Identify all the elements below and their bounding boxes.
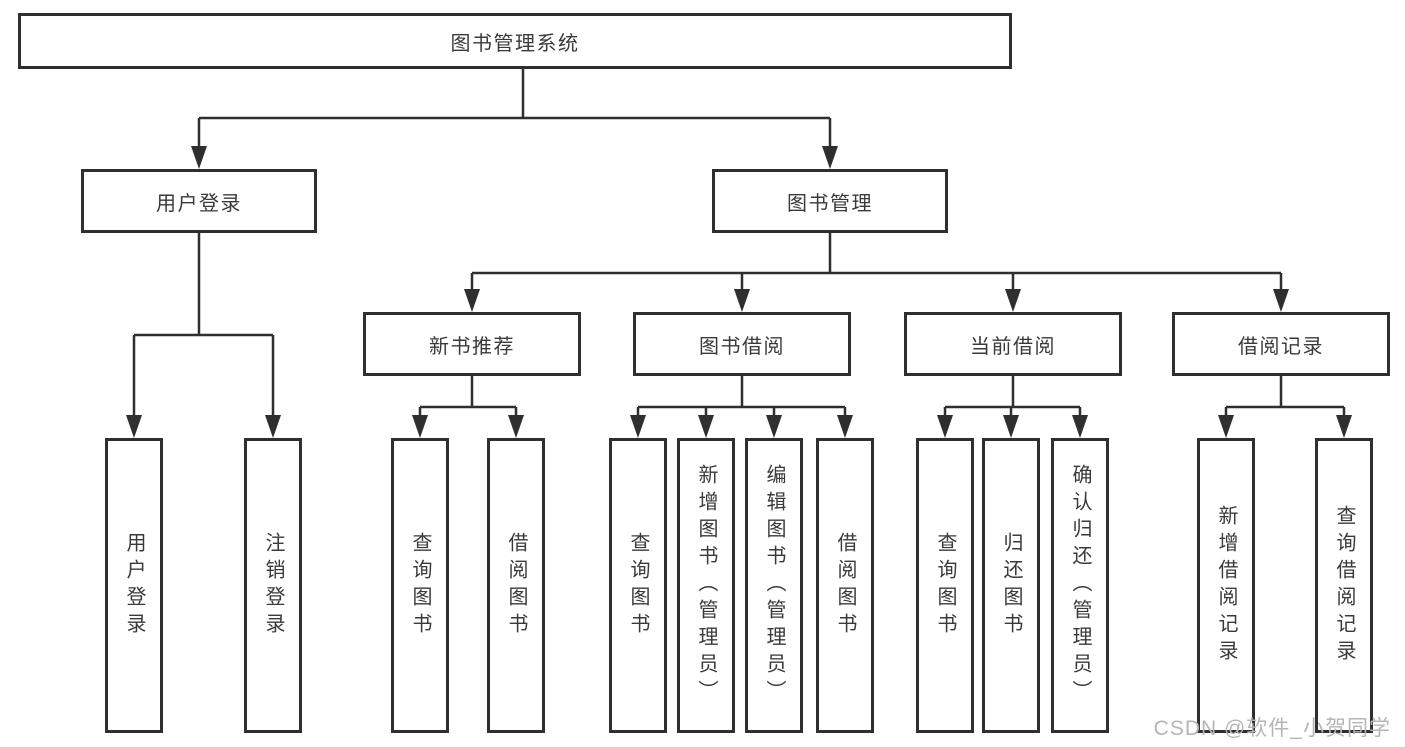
leaf-query-books-recommend: 查询图书 <box>391 438 449 733</box>
csdn-watermark: CSDN @软件_小贺同学 <box>1153 717 1391 740</box>
node-borrowing-records: 借阅记录 <box>1172 312 1390 376</box>
leaf-query-books-current: 查询图书 <box>916 438 974 733</box>
node-book-borrowing: 图书借阅 <box>633 312 851 376</box>
leaf-confirm-return-admin: 确认归还（管理员） <box>1051 438 1109 733</box>
leaf-label: 查询图书 <box>409 531 431 640</box>
leaf-label: 编辑图书（管理员） <box>763 464 785 707</box>
leaf-add-books-admin: 新增图书（管理员） <box>677 438 735 733</box>
leaf-logout: 注销登录 <box>244 438 302 733</box>
leaf-label: 查询图书 <box>934 531 956 640</box>
leaf-label: 新增图书（管理员） <box>695 464 717 707</box>
leaf-query-books-borrow: 查询图书 <box>609 438 667 733</box>
leaf-label: 归还图书 <box>1000 531 1022 640</box>
leaf-label: 借阅图书 <box>505 531 527 640</box>
leaf-user-login: 用户登录 <box>105 438 163 733</box>
leaf-edit-books-admin: 编辑图书（管理员） <box>745 438 803 733</box>
node-new-book-recommendation: 新书推荐 <box>363 312 581 376</box>
leaf-label: 借阅图书 <box>834 531 856 640</box>
leaf-borrow-books-recommend: 借阅图书 <box>487 438 545 733</box>
leaf-return-books: 归还图书 <box>982 438 1040 733</box>
leaf-label: 确认归还（管理员） <box>1069 464 1091 707</box>
leaf-label: 注销登录 <box>262 531 284 640</box>
node-library-management-system: 图书管理系统 <box>18 13 1012 69</box>
leaf-borrow-books: 借阅图书 <box>816 438 874 733</box>
node-user-login: 用户登录 <box>81 169 317 233</box>
leaf-label: 新增借阅记录 <box>1215 504 1237 667</box>
leaf-label: 查询图书 <box>627 531 649 640</box>
leaf-label: 用户登录 <box>123 531 145 640</box>
leaf-query-borrow-record: 查询借阅记录 <box>1315 438 1373 733</box>
leaf-label: 查询借阅记录 <box>1333 504 1355 667</box>
node-book-management: 图书管理 <box>712 169 948 233</box>
node-current-borrowing: 当前借阅 <box>904 312 1122 376</box>
leaf-add-borrow-record: 新增借阅记录 <box>1197 438 1255 733</box>
